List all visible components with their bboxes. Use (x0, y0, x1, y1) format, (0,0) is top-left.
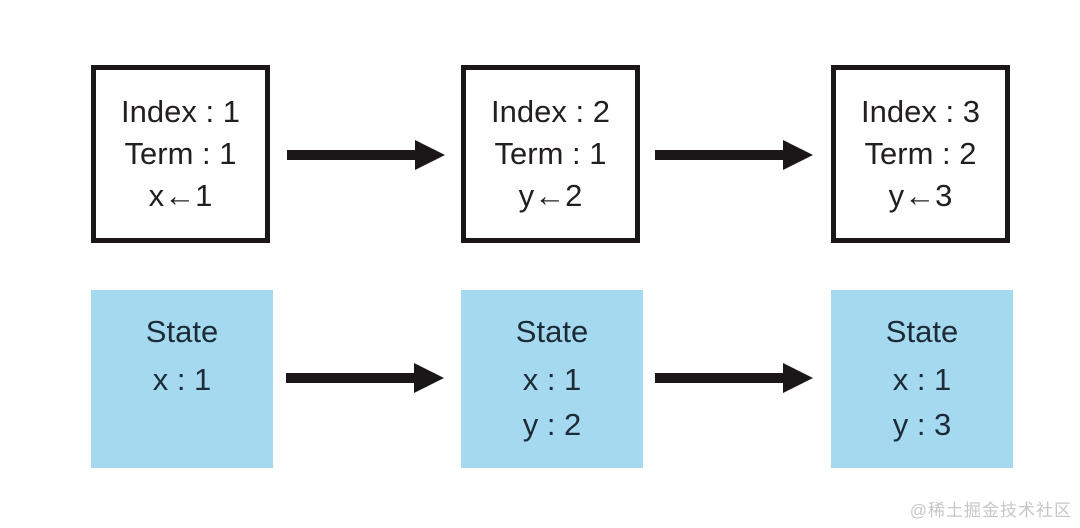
arrow-right-icon (287, 140, 445, 170)
state-variable: y : 3 (892, 407, 952, 442)
state-box-3: State x : 1 y : 3 (831, 290, 1013, 468)
log-entry-index: Index : 2 (491, 94, 610, 129)
arrow-right-icon (286, 363, 444, 393)
log-entry-term: Term : 2 (864, 136, 977, 171)
log-entry-box-2: Index : 2 Term : 1 y←2 (461, 65, 640, 243)
state-title: State (145, 314, 219, 349)
state-title: State (515, 314, 589, 349)
state-box-1: State x : 1 (91, 290, 273, 468)
arrow-right-icon (655, 140, 813, 170)
log-entry-command: y←3 (888, 178, 953, 213)
arrow-right-icon (655, 363, 813, 393)
state-title: State (885, 314, 959, 349)
log-entry-box-1: Index : 1 Term : 1 x←1 (91, 65, 270, 243)
log-entry-command: x←1 (148, 178, 213, 213)
log-entry-index: Index : 3 (861, 94, 980, 129)
state-box-2: State x : 1 y : 2 (461, 290, 643, 468)
log-entry-command: y←2 (518, 178, 583, 213)
log-entry-term: Term : 1 (494, 136, 607, 171)
log-entry-box-3: Index : 3 Term : 2 y←3 (831, 65, 1010, 243)
log-entry-term: Term : 1 (124, 136, 237, 171)
log-entry-index: Index : 1 (121, 94, 240, 129)
watermark: @稀土掘金技术社区 (909, 501, 1072, 520)
state-variable: x : 1 (892, 362, 952, 397)
state-variable: y : 2 (522, 407, 582, 442)
state-variable: x : 1 (152, 362, 212, 397)
state-variable: x : 1 (522, 362, 582, 397)
